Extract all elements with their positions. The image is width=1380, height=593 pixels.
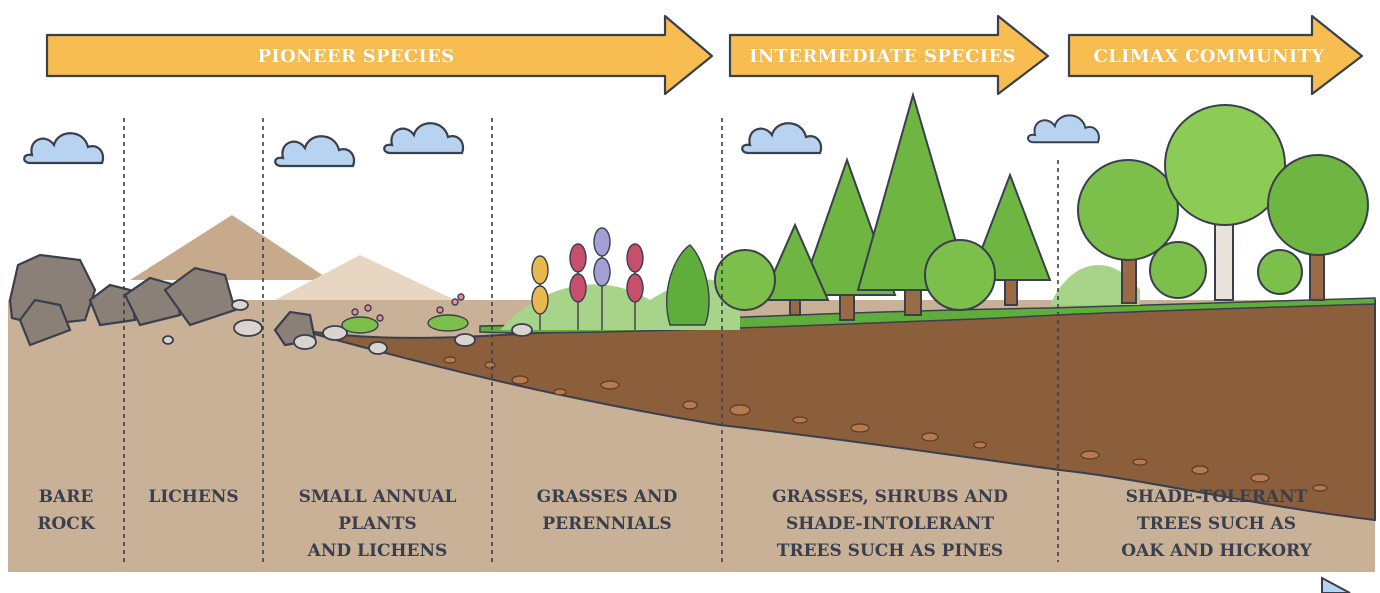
phase-label-pioneer: PIONEER SPECIES: [257, 46, 455, 67]
small-annual-plants: [341, 293, 469, 334]
soil-pebbles: [443, 356, 1328, 492]
arrow-climax: [1067, 14, 1364, 96]
arrow-intermediate: [728, 14, 1050, 96]
stage-label-bare-rock: BARE ROCK: [37, 487, 95, 534]
clouds: [23, 114, 1100, 168]
stage-label-grasses-shrubs-pines: GRASSES, SHRUBS AND SHADE-INTOLERANT TRE…: [772, 487, 1008, 561]
arrow-pioneer: [45, 14, 714, 96]
mountain-far: [130, 215, 330, 280]
stage-label-lichens: LICHENS: [148, 487, 239, 507]
round-shrubs: [714, 239, 1303, 311]
bare-rocks: [8, 253, 317, 347]
corner-arrow-icon: [1321, 576, 1351, 593]
perennial-flowers: [531, 227, 710, 330]
stage-label-shade-tolerant-trees: SHADE-TOLERANT TREES SUCH AS OAK AND HIC…: [1121, 487, 1312, 561]
phase-arrows: [45, 14, 1364, 96]
pine-trees: [760, 91, 1052, 321]
phase-label-intermediate: INTERMEDIATE SPECIES: [749, 46, 1016, 67]
green-hills-right: [1050, 264, 1140, 305]
stage-label-small-annual-plants: SMALL ANNUAL PLANTS AND LICHENS: [298, 487, 457, 561]
stage-label-grasses-perennials: GRASSES AND PERENNIALS: [536, 487, 678, 534]
phase-label-climax: CLIMAX COMMUNITY: [1093, 46, 1325, 67]
mountain-near: [275, 255, 455, 300]
climax-trees: [1077, 104, 1369, 304]
stage-dividers: [123, 118, 1059, 562]
small-pebbles: [162, 299, 533, 355]
